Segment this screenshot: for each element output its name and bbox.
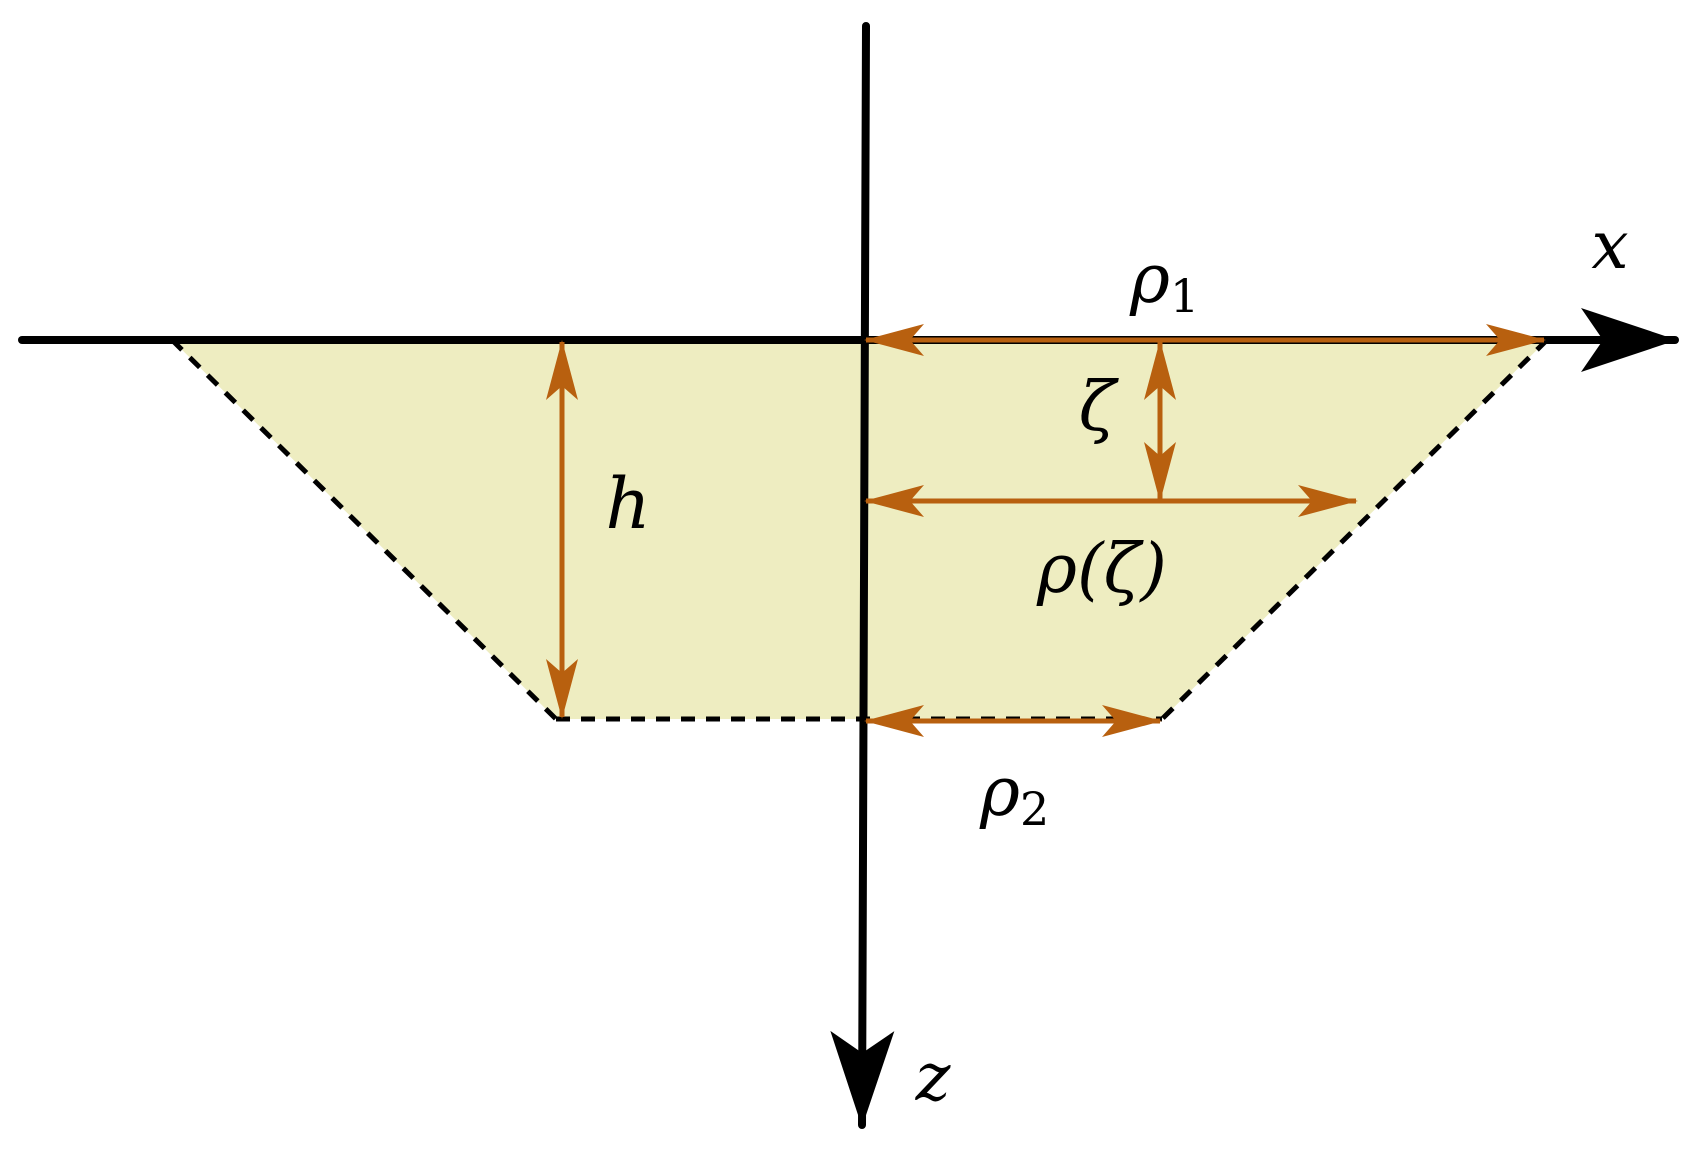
z-axis-label: z bbox=[915, 1039, 952, 1116]
rho2-subscript: 2 bbox=[1020, 782, 1049, 836]
rho-zeta-label: ρ(ζ) bbox=[1036, 530, 1167, 609]
rho2-symbol: ρ bbox=[979, 753, 1020, 832]
trapezoid-fill bbox=[172, 340, 1547, 719]
zeta-label: ζ bbox=[1079, 368, 1120, 447]
rho1-subscript: 1 bbox=[1170, 269, 1199, 323]
rho1-symbol: ρ bbox=[1129, 240, 1170, 319]
z-axis bbox=[830, 22, 895, 1129]
h-label: h bbox=[605, 463, 650, 545]
rho1-label: ρ 1 bbox=[1129, 240, 1199, 323]
x-axis-label: x bbox=[1591, 207, 1628, 284]
rho2-label: ρ 2 bbox=[979, 753, 1049, 836]
trapezoid-right-edge bbox=[1160, 338, 1549, 721]
